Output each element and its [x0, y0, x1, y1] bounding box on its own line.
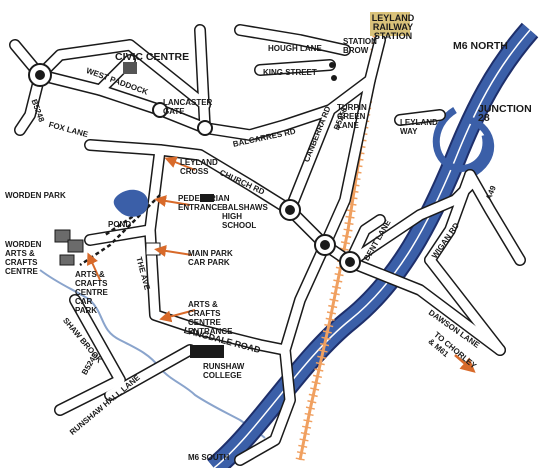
runshaw-building: [190, 345, 224, 358]
roundabouts: [28, 63, 361, 273]
lancaster-gate-label: LANCASTER GATE: [163, 98, 213, 116]
worden-arts-crafts-centre-label: WORDEN ARTS & CRAFTS CENTRE: [5, 240, 42, 276]
station-box: [370, 12, 410, 36]
m6-south-label: M6 SOUTH: [188, 453, 230, 462]
leyland-cross-label: LEYLAND CROSS: [180, 158, 218, 176]
king-street-label: KING STREET: [263, 68, 317, 77]
pointer-arrows: [87, 156, 476, 373]
pond-label: POND: [108, 220, 132, 229]
civic-centre-label: CIVIC CENTRE: [115, 51, 190, 63]
station-brow-label: STATION BROW: [343, 37, 377, 55]
junction-28-label: JUNCTION 28: [478, 103, 532, 124]
turpin-green-lane-label: TURPIN GREEN LANE: [337, 103, 367, 130]
m6-north-label: M6 NORTH: [453, 40, 508, 52]
balshaws-high-school-label: BALSHAWS HIGH SCHOOL: [222, 203, 268, 230]
hough-lane-label: HOUGH LANE: [268, 44, 322, 53]
motorway-m6: [206, 22, 539, 468]
worden-arts-building: [54, 229, 84, 266]
main-car-park: [145, 242, 161, 256]
arts-crafts-centre-car-park-label: ARTS & CRAFTS CENTRE CAR PARK: [75, 270, 108, 315]
pedestrian-entrance-label: PEDESTRIAN ENTRANCE: [178, 194, 230, 212]
leyland-way-label: LEYLAND WAY: [400, 118, 438, 136]
runshaw-college-label: RUNSHAW COLLEGE: [203, 362, 245, 380]
leyland-railway-station-label: LEYLAND RAILWAY STATION: [371, 13, 415, 41]
worden-park-label: WORDEN PARK: [5, 191, 66, 200]
arts-crafts-centre-entrance-label: ARTS & CRAFTS CENTRE ENTRANCE: [188, 300, 233, 336]
civic-centre-building: [123, 62, 137, 74]
pond: [113, 189, 149, 217]
station-marker: [329, 62, 335, 68]
main-park-car-park-label: MAIN PARK CAR PARK: [188, 249, 233, 267]
roads: [9, 24, 526, 466]
balshaws-building: [200, 194, 214, 202]
station-marker-2: [331, 75, 337, 81]
